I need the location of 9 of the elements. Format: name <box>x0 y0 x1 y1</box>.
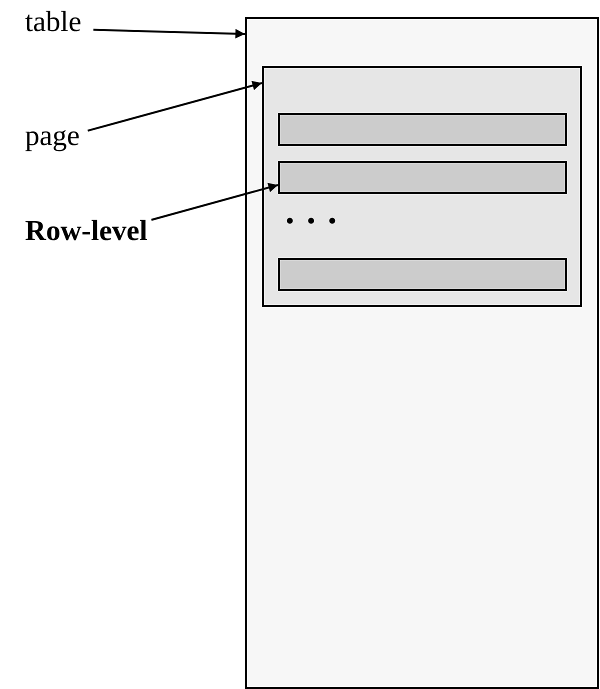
ellipsis-mark: • • • <box>286 208 340 234</box>
callout-text: table <box>25 8 82 37</box>
page-box <box>262 66 582 307</box>
row-bar <box>278 113 567 146</box>
callout-text: Row-level <box>25 217 148 246</box>
table-box <box>245 17 599 689</box>
callout-text: page <box>25 122 80 151</box>
row-bar <box>278 258 567 291</box>
row-bar <box>278 161 567 194</box>
